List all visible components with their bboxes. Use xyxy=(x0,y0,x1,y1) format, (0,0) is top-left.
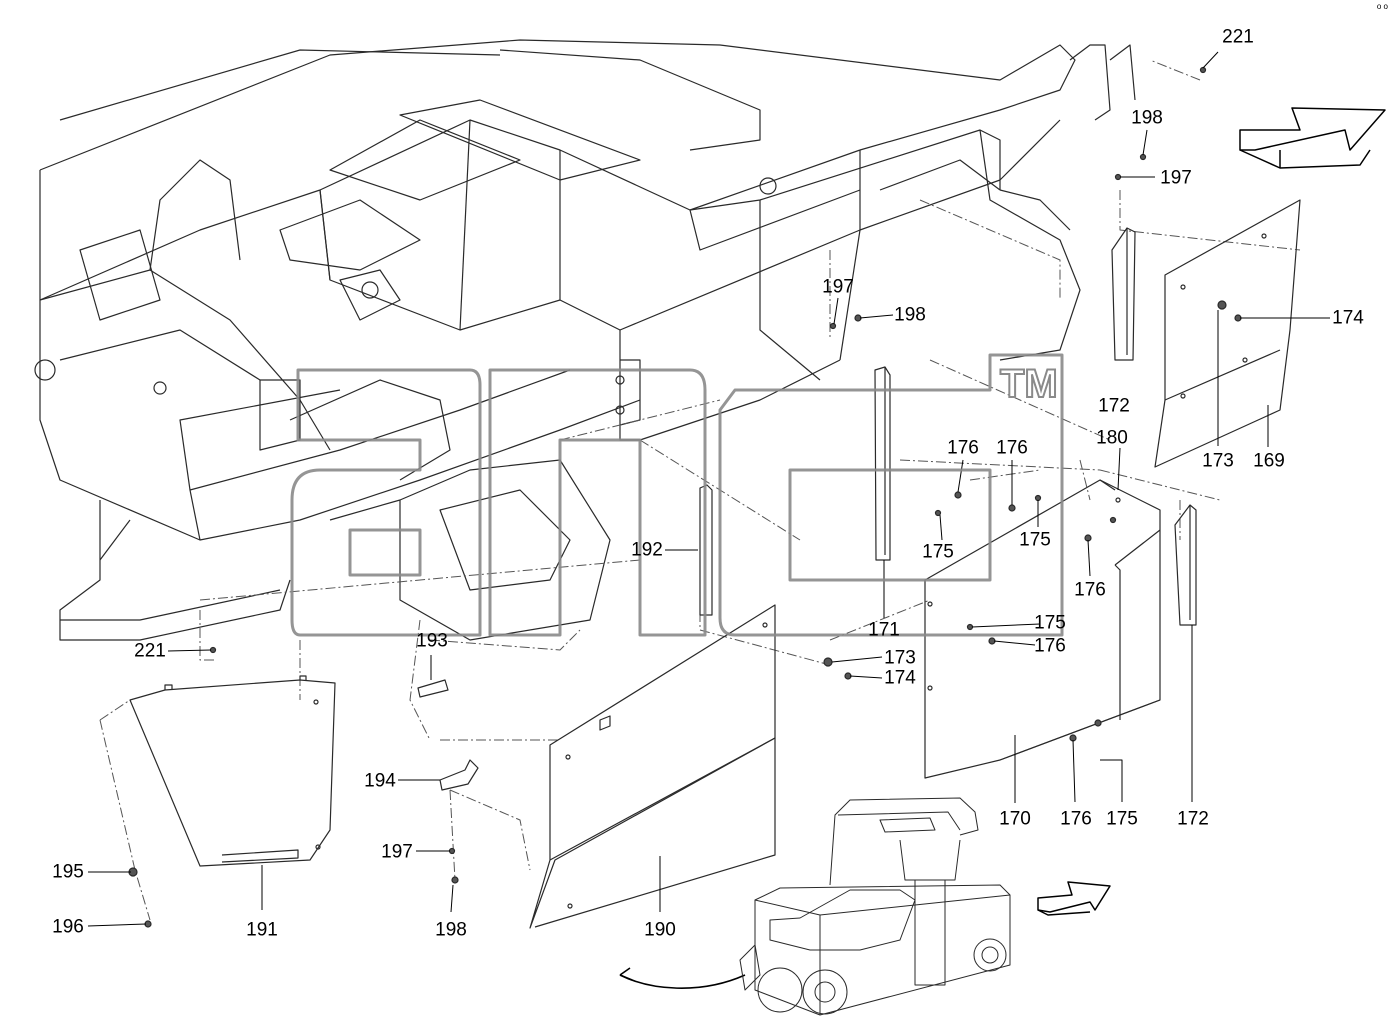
callout-175: 175 xyxy=(922,541,954,563)
panel-169 xyxy=(1154,199,1301,468)
panel-190 xyxy=(529,604,776,929)
callout-198: 198 xyxy=(435,919,467,941)
rotation-arrow xyxy=(619,967,746,989)
callout-197: 197 xyxy=(1160,167,1192,189)
leader-lines xyxy=(87,51,1330,927)
callout-176: 176 xyxy=(1074,579,1106,601)
callout-176: 176 xyxy=(1034,635,1066,657)
callout-172: 172 xyxy=(1098,395,1130,417)
callout-198: 198 xyxy=(1131,107,1163,129)
bracket-172-lower xyxy=(1174,504,1197,626)
callout-174: 174 xyxy=(1332,307,1364,329)
fasteners xyxy=(128,66,1242,928)
callout-197: 197 xyxy=(381,841,413,863)
watermark-logo xyxy=(290,353,1064,637)
callout-197: 197 xyxy=(822,276,854,298)
callout-192: 192 xyxy=(631,539,663,561)
corner-mark: o o xyxy=(1376,2,1388,11)
callout-195: 195 xyxy=(52,861,84,883)
callout-169: 169 xyxy=(1253,450,1285,472)
panel-170 xyxy=(924,479,1161,779)
callout-180: 180 xyxy=(1096,427,1128,449)
callout-194: 194 xyxy=(364,770,396,792)
bracket-194 xyxy=(439,759,479,791)
callout-221: 221 xyxy=(1222,26,1254,48)
callout-174: 174 xyxy=(884,667,916,689)
callout-196: 196 xyxy=(52,916,84,938)
callout-176: 176 xyxy=(1060,808,1092,830)
callout-173: 173 xyxy=(1202,450,1234,472)
callout-175: 175 xyxy=(1106,808,1138,830)
callout-193: 193 xyxy=(416,630,448,652)
bracket-193 xyxy=(417,679,449,698)
callout-198: 198 xyxy=(894,304,926,326)
callout-191: 191 xyxy=(246,919,278,941)
direction-arrow-lower xyxy=(1037,881,1111,916)
watermark-trademark: TM xyxy=(999,361,1059,407)
callout-221: 221 xyxy=(134,640,166,662)
strip-171 xyxy=(874,366,891,561)
callout-173: 173 xyxy=(884,647,916,669)
roller-machine-thumbnail xyxy=(739,797,1011,1016)
callout-176: 176 xyxy=(947,437,979,459)
bracket-172-upper xyxy=(1111,227,1136,361)
panel-191 xyxy=(129,675,336,867)
callout-170: 170 xyxy=(999,808,1031,830)
callout-175: 175 xyxy=(1034,612,1066,634)
callout-176: 176 xyxy=(996,437,1028,459)
callout-175: 175 xyxy=(1019,529,1051,551)
callout-190: 190 xyxy=(644,919,676,941)
machine-frame xyxy=(34,39,1136,641)
callout-172: 172 xyxy=(1177,808,1209,830)
alignment-lines xyxy=(99,59,1301,921)
direction-arrow-upper xyxy=(1239,107,1386,169)
callout-171: 171 xyxy=(868,619,900,641)
